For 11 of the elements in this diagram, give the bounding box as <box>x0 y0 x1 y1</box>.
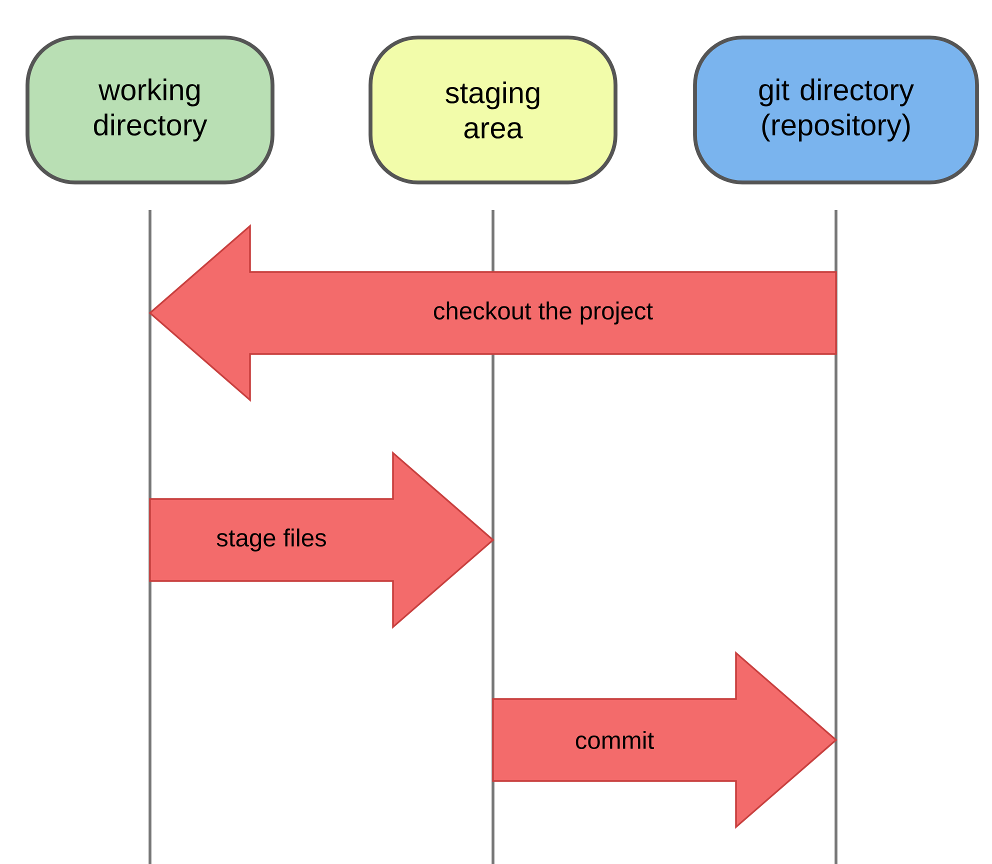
edge-label: stage files <box>216 528 326 552</box>
block-arrow <box>492 651 838 829</box>
lifeline <box>834 210 838 864</box>
edge-label: commit <box>576 730 654 750</box>
block-arrow <box>149 451 494 629</box>
stage-box: staging area <box>368 36 618 184</box>
stage-box: git directory (repository) <box>693 36 979 184</box>
block-arrow <box>148 224 837 402</box>
lifeline <box>148 210 152 864</box>
stage-box: working directory <box>26 36 274 184</box>
edge-label: checkout the project <box>434 302 653 324</box>
